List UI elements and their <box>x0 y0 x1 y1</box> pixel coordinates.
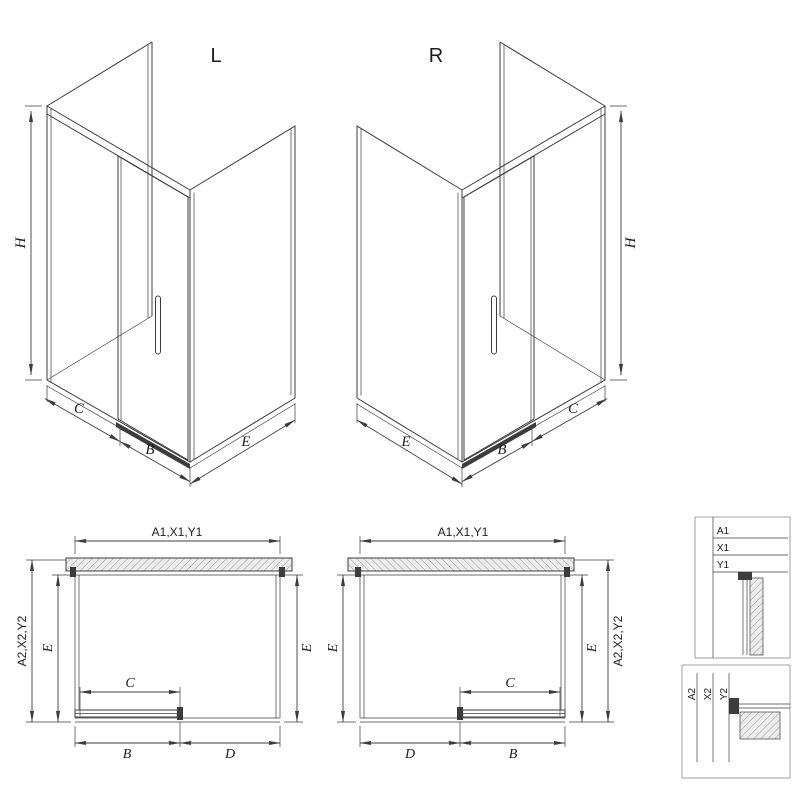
enclosure-art-mirrored <box>357 42 627 487</box>
profile-detail-width: A1 X1 Y1 <box>694 516 791 659</box>
dim-label-b-left: B <box>145 442 154 458</box>
wall-profile-section <box>739 711 781 740</box>
dim-label-width-group-right-plan: A1,X1,Y1 <box>438 525 489 539</box>
door-handle <box>155 295 161 355</box>
dim-label-depth-group-left-plan: A2,X2,Y2 <box>15 615 29 666</box>
enclosure-art <box>25 41 296 487</box>
wall-profile-end-left <box>70 567 76 577</box>
dim-label-c-right: C <box>568 401 579 417</box>
dim-label-depth-group-right-plan: A2,X2,Y2 <box>611 615 625 666</box>
dim-label-d-right-plan: D <box>404 747 415 762</box>
dim-label-c-left-plan: C <box>125 676 135 691</box>
detail-frame <box>681 664 791 779</box>
dim-label-h-right: H <box>623 236 639 249</box>
dim-label-c-right-plan: C <box>505 676 515 691</box>
dim-label-e-inner-right-plan: E <box>585 643 600 653</box>
plan-view-right: A1,X1,Y1 A2,X2,Y2 E E C B D <box>326 525 625 762</box>
glass-section <box>742 576 748 655</box>
variant-label-left: L <box>210 45 221 67</box>
dim-label-d-left-plan: D <box>224 747 235 762</box>
sliding-door-glass <box>117 155 189 461</box>
wall-section-bar <box>65 557 293 572</box>
dim-label-width-group-left-plan: A1,X1,Y1 <box>152 525 203 539</box>
variant-label-right: R <box>429 45 443 67</box>
detail-frame <box>694 516 791 659</box>
detail-label-y1: Y1 <box>717 560 730 571</box>
profile-clamp <box>738 572 752 580</box>
detail-label-a2: A2 <box>687 687 698 700</box>
side-wall-glass <box>189 125 296 463</box>
dim-label-h-left: H <box>13 236 29 249</box>
dim-label-e-left: E <box>240 434 250 450</box>
iso-view-right: R H C B E <box>357 42 639 487</box>
door-edge-profile <box>177 707 183 720</box>
side-glass-left <box>74 575 80 718</box>
side-panel-top-edge <box>46 41 153 107</box>
plan-view-left: A1,X1,Y1 A2,X2,Y2 E E C B D <box>15 525 315 762</box>
dim-label-c-left: C <box>74 401 85 417</box>
iso-view-left: L H C B E <box>13 41 296 487</box>
dimension-lines <box>25 105 296 487</box>
detail-label-x2: X2 <box>703 687 714 700</box>
dimension-lines <box>26 536 303 747</box>
side-glass-right <box>275 575 281 718</box>
dim-label-e-inner-left-plan: E <box>41 643 56 653</box>
profile-detail-depth: A2 X2 Y2 <box>681 664 791 779</box>
dim-label-b-left-plan: B <box>123 747 132 762</box>
detail-label-a1: A1 <box>717 526 730 537</box>
wall-profile-section <box>749 577 764 656</box>
plan-art-mirrored <box>337 536 614 747</box>
detail-label-x1: X1 <box>717 543 730 554</box>
side-panel-bottom-edge <box>46 315 153 381</box>
wall-profile-end-right <box>279 567 285 577</box>
back-glass <box>75 570 280 576</box>
glass-section <box>733 703 790 709</box>
detail-label-y2: Y2 <box>719 687 730 700</box>
dim-label-e-right: E <box>400 434 410 450</box>
dim-label-b-right-plan: B <box>509 747 518 762</box>
plan-art <box>26 536 303 747</box>
dim-label-e-right-left-plan: E <box>300 643 315 653</box>
dim-label-b-right: B <box>497 442 506 458</box>
dim-label-e-left-right-plan: E <box>326 643 341 653</box>
profile-clamp <box>729 698 739 714</box>
